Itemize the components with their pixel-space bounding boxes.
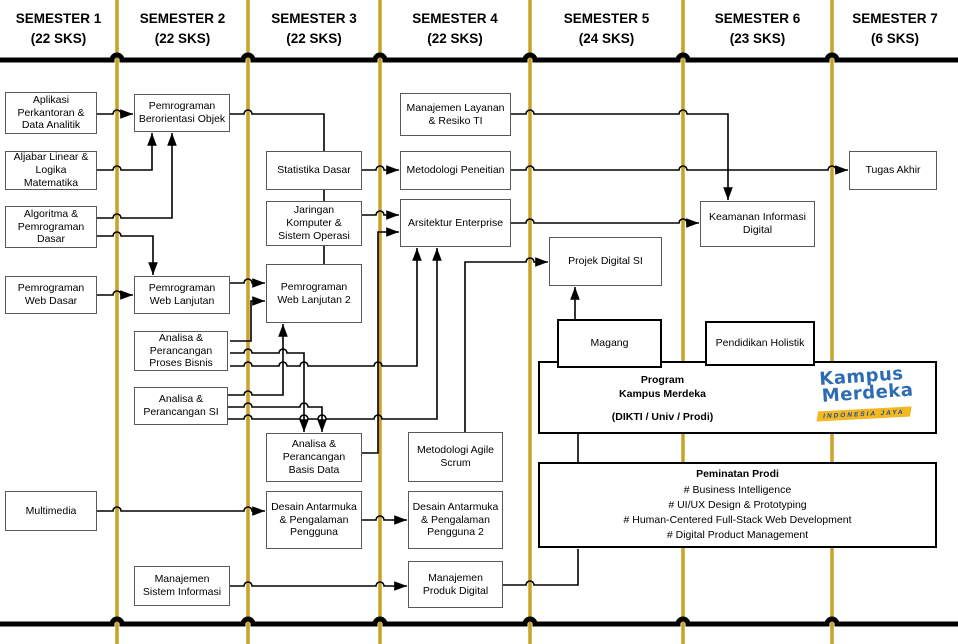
logo-banner-indonesia-jaya: INDONESIA JAYA: [816, 406, 912, 422]
semester-divider-lines: [115, 0, 834, 644]
semester-7-sks: (6 SKS): [870, 31, 919, 46]
peminatan-item-fullstack: # Human-Centered Full-Stack Web Developm…: [623, 513, 852, 526]
header-semester-1: SEMESTER 1 (22 SKS): [0, 6, 117, 52]
course-metodologi-penelitian: Metodologi Peneitian: [400, 151, 511, 190]
course-metodologi-agile-scrum: Metodologi Agile Scrum: [408, 432, 503, 482]
semester-6-title: SEMESTER 6: [714, 11, 801, 27]
course-analisa-perancangan-proses-bisnis: Analisa & Perancangan Proses Bisnis: [134, 331, 228, 371]
peminatan-title: Peminatan Prodi: [696, 468, 779, 481]
header-semester-5: SEMESTER 5 (24 SKS): [530, 6, 683, 52]
semester-5-title: SEMESTER 5: [563, 11, 650, 27]
course-pendidikan-holistik: Pendidikan Holistik: [705, 321, 815, 366]
peminatan-item-uiux: # UI/UX Design & Prototyping: [668, 499, 807, 512]
course-projek-digital-si: Projek Digital SI: [549, 237, 662, 286]
program-kampus-merdeka-box: Program Kampus Merdeka (DIKTI / Univ / P…: [538, 361, 937, 434]
header-semester-4: SEMESTER 4 (22 SKS): [380, 6, 530, 52]
header-semester-2: SEMESTER 2 (22 SKS): [117, 6, 248, 52]
program-kampus-merdeka-text: Program Kampus Merdeka (DIKTI / Univ / P…: [540, 373, 785, 425]
pkm-line-program: Program: [640, 374, 685, 386]
course-analisa-perancangan-si: Analisa & Perancangan SI: [134, 387, 228, 425]
peminatan-item-product-management: # Digital Product Management: [666, 528, 809, 541]
semester-4-sks: (22 SKS): [427, 31, 483, 46]
course-statistika-dasar: Statistika Dasar: [266, 151, 362, 190]
header-semester-7: SEMESTER 7 (6 SKS): [832, 6, 958, 52]
course-desain-antarmuka-pengalaman-pengguna: Desain Antarmuka & Pengalaman Pengguna: [266, 491, 362, 549]
course-arsitektur-enterprise: Arsitektur Enterprise: [400, 199, 511, 247]
course-aplikasi-perkantoran: Aplikasi Perkantoran & Data Analitik: [5, 92, 97, 134]
pkm-line-dikti: (DIKTI / Univ / Prodi): [611, 411, 714, 424]
course-desain-antarmuka-pengalaman-pengguna-2: Desain Antarmuka & Pengalaman Pengguna 2: [408, 491, 503, 549]
course-pemrograman-web-dasar: Pemrograman Web Dasar: [5, 276, 97, 314]
course-pemrograman-web-lanjutan-2: Pemrograman Web Lanjutan 2: [266, 264, 362, 323]
course-pemrograman-berorientasi-objek: Pemrograman Berorientasi Objek: [134, 94, 230, 132]
course-manajemen-produk-digital: Manajemen Produk Digital: [408, 561, 503, 608]
peminatan-prodi-content: Peminatan Prodi # Business Intelligence …: [540, 464, 935, 546]
course-tugas-akhir: Tugas Akhir: [849, 151, 937, 190]
pkm-line-kampus-merdeka: Kampus Merdeka: [619, 388, 706, 401]
course-analisa-perancangan-basis-data: Analisa & Perancangan Basis Data: [266, 433, 362, 482]
course-pemrograman-web-lanjutan: Pemrograman Web Lanjutan: [134, 276, 230, 314]
header-semester-3: SEMESTER 3 (22 SKS): [248, 6, 380, 52]
course-manajemen-layanan-resiko-ti: Manajemen Layanan & Resiko TI: [400, 93, 511, 136]
course-aljabar-linear: Aljabar Linear & Logika Matematika: [5, 151, 97, 190]
top-bar: [0, 52, 958, 63]
kampus-merdeka-logo: Kampus Merdeka INDONESIA JAYA: [786, 363, 940, 434]
horizontal-bars: [0, 52, 958, 627]
course-multimedia: Multimedia: [5, 491, 97, 531]
course-manajemen-sistem-informasi: Manajemen Sistem Informasi: [134, 566, 230, 606]
course-keamanan-informasi-digital: Keamanan Informasi Digital: [700, 201, 815, 247]
peminatan-prodi-box: Peminatan Prodi # Business Intelligence …: [538, 462, 937, 548]
bottom-bar: [0, 616, 958, 627]
header-semester-6: SEMESTER 6 (23 SKS): [683, 6, 832, 52]
semester-3-sks: (22 SKS): [286, 31, 342, 46]
semester-2-title: SEMESTER 2: [139, 11, 226, 27]
prerequisite-arrows: [97, 109, 848, 591]
semester-1-title: SEMESTER 1: [15, 11, 102, 27]
course-magang: Magang: [557, 319, 662, 368]
semester-2-sks: (22 SKS): [154, 31, 211, 46]
semester-6-sks: (23 SKS): [729, 31, 786, 46]
semester-4-title: SEMESTER 4: [412, 11, 498, 27]
peminatan-item-business-intelligence: # Business Intelligence: [683, 484, 792, 497]
semester-5-sks: (24 SKS): [578, 31, 635, 46]
course-algoritma-pemrograman-dasar: Algoritma & Pemrograman Dasar: [5, 206, 97, 248]
semester-3-title: SEMESTER 3: [271, 11, 357, 27]
semester-7-title: SEMESTER 7: [852, 11, 938, 27]
course-jaringan-komputer-sistem-operasi: Jaringan Komputer & Sistem Operasi: [266, 201, 362, 246]
semester-1-sks: (22 SKS): [30, 31, 87, 46]
